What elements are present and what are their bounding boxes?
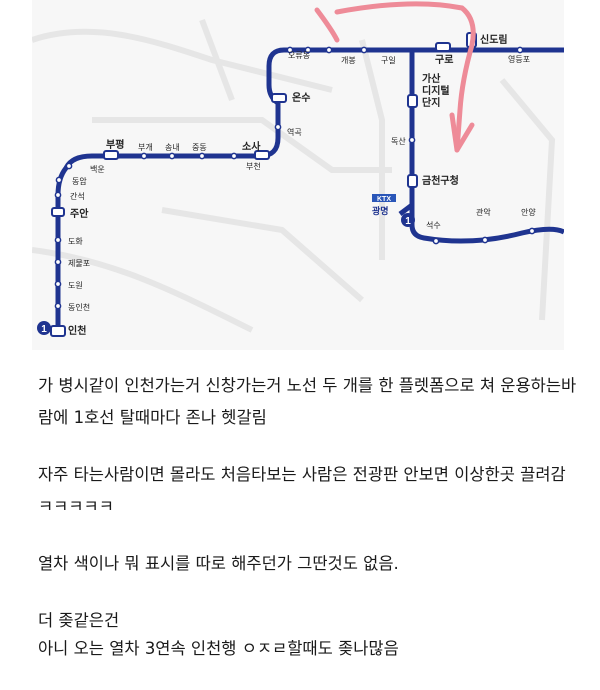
station-seoksu: 석수	[426, 220, 441, 230]
svg-text:1: 1	[405, 216, 411, 227]
station-guil: 구일	[381, 56, 396, 65]
station-yeokgok: 역곡	[287, 127, 302, 137]
station-jemulpo: 제물포	[68, 259, 90, 268]
station-markers	[50, 32, 477, 337]
station-anyang: 안양	[521, 207, 536, 217]
station-geumcheon: 금천구청	[422, 174, 459, 187]
station-incheon: 인천	[68, 324, 86, 337]
station-gasan-2: 디지털	[422, 84, 450, 97]
station-oryudong: 오류동	[288, 51, 310, 60]
station-dots	[54, 46, 536, 310]
station-songnae: 송내	[165, 143, 180, 152]
station-bucheon: 부천	[246, 161, 261, 171]
ktx-label: KTX	[377, 196, 391, 203]
station-gwangmyeong: 광명	[372, 205, 389, 217]
station-gasan-3: 단지	[422, 96, 440, 109]
station-bupyeong: 부평	[106, 138, 124, 151]
station-sindorim: 신도림	[480, 33, 508, 46]
station-dongincheon: 동인천	[68, 302, 90, 312]
station-gwanak: 관악	[476, 207, 491, 217]
station-labels: 신도림 영등포 구로 구일 개봉 오류동 온수 역곡 소사 부천 중동 송내 부…	[68, 33, 536, 337]
station-guro: 구로	[435, 54, 453, 66]
station-dowon: 도원	[68, 281, 83, 290]
station-gaebong: 개봉	[341, 55, 356, 65]
station-bugae: 부개	[138, 142, 153, 152]
post-paragraph-2: 자주 타는사람이면 몰라도 처음타보는 사람은 전광판 안보면 이상한곳 끌려감…	[38, 465, 571, 516]
post-body: 가 병시같이 인천가는거 신창가는거 노선 두 개를 한 플렛폼으로 쳐 운용하…	[38, 370, 578, 690]
station-baegun: 백운	[90, 164, 105, 174]
station-doksan: 독산	[391, 136, 406, 146]
station-juan: 주안	[70, 207, 89, 220]
line1-route	[55, 47, 564, 332]
ktx-badge: KTX	[372, 194, 396, 203]
highlight-arrow	[314, 1, 476, 153]
post-paragraph-1: 가 병시같이 인천가는거 신창가는거 노선 두 개를 한 플렛폼으로 쳐 운용하…	[38, 376, 577, 427]
line-badge-gwangmyeong: 1	[401, 213, 415, 227]
station-sosa: 소사	[242, 140, 261, 153]
post-paragraph-4: 더 좆같은건	[38, 611, 120, 630]
svg-text:1: 1	[41, 324, 47, 335]
station-jungdong: 중동	[192, 143, 207, 152]
line1-map-svg: KTX 1 1 신도림 영등포 구로 구일 개봉 오류동 온수 역곡 소사 부천…	[32, 1, 564, 337]
station-dohwa: 도화	[68, 237, 83, 246]
station-onsu: 온수	[292, 92, 310, 104]
background-lines	[32, 18, 556, 333]
station-dongam: 동암	[72, 176, 87, 186]
line-badge-incheon: 1	[37, 321, 51, 335]
post-paragraph-3: 열차 색이나 뭐 표시를 따로 해주던가 그딴것도 없음.	[38, 554, 399, 573]
station-ganseok: 간석	[70, 191, 85, 201]
post-paragraph-5: 아니 오는 열차 3연속 인천행 ㅇㅈㄹ할때도 좆나많음	[38, 639, 399, 658]
subway-map: KTX 1 1 신도림 영등포 구로 구일 개봉 오류동 온수 역곡 소사 부천…	[32, 0, 564, 350]
station-gasan-1: 가산	[422, 72, 441, 85]
station-yeongdeungpo: 영등포	[508, 54, 530, 64]
